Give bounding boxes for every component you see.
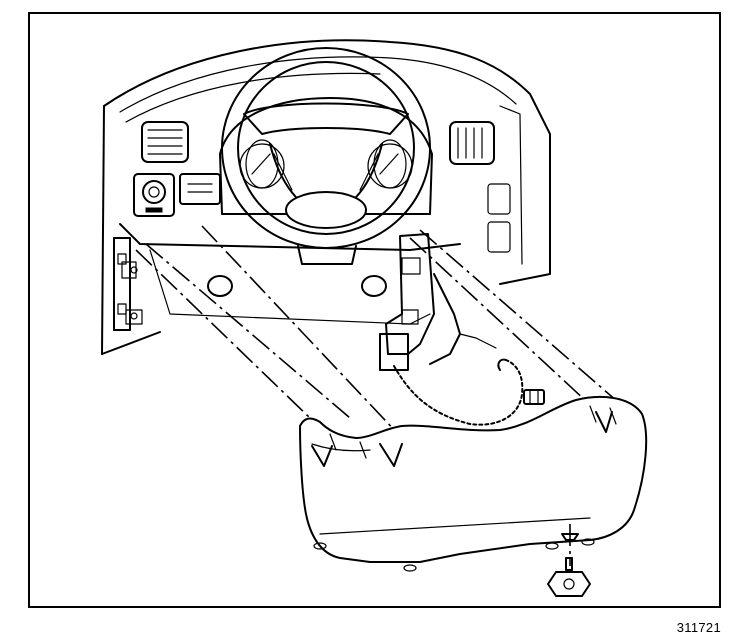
alignment-lines	[135, 225, 619, 437]
headlamp-switch	[133, 173, 175, 217]
right-air-vent	[449, 121, 495, 165]
steering-wheel	[221, 47, 431, 249]
dashboard-knee-bolster-illustration	[101, 39, 648, 597]
right-side-trim	[487, 105, 523, 265]
panel-holes	[121, 261, 387, 325]
left-bracket	[113, 237, 131, 331]
switch-panel	[179, 173, 221, 205]
knee-bolster-panel	[299, 395, 648, 572]
wiring-harness	[393, 358, 545, 426]
instrument-panel	[101, 39, 551, 355]
figure-number: 311721	[676, 620, 721, 635]
left-air-vent	[141, 121, 189, 163]
steering-column	[297, 245, 357, 265]
illustration-frame	[28, 12, 721, 608]
column-support-bracket	[379, 233, 497, 371]
fastener-bolt	[547, 524, 591, 597]
